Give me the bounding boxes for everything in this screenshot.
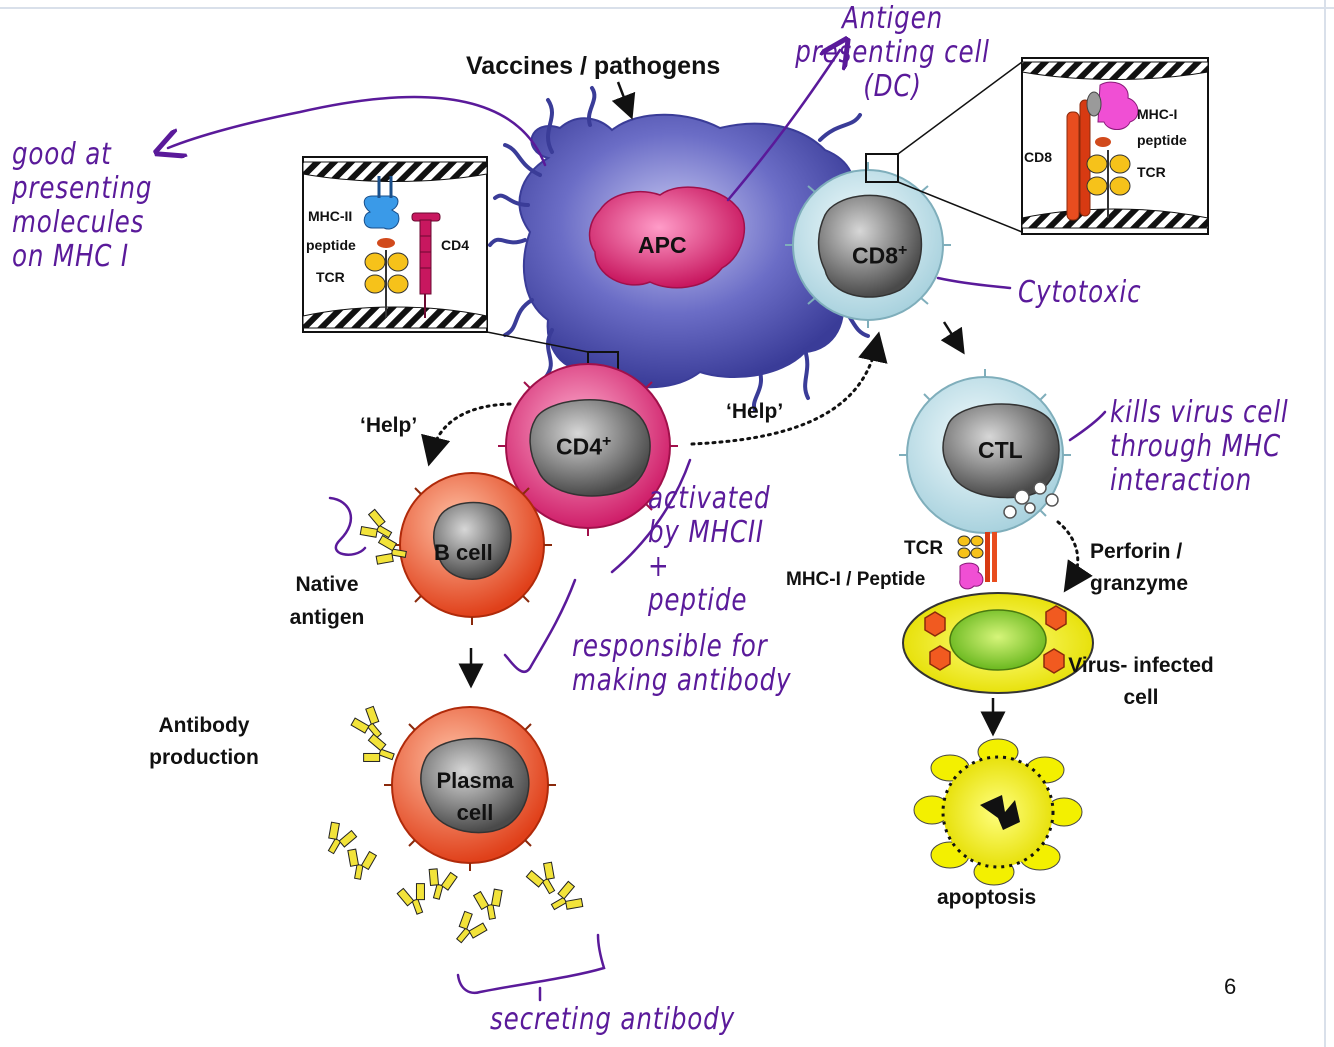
diagram-title: Vaccines / pathogens [466, 52, 721, 80]
virus-infected-cell [902, 592, 1094, 694]
cd8-nucleus [817, 194, 923, 298]
apc-cell [488, 86, 870, 412]
help-arrows [421, 331, 1093, 593]
apoptosis-label: apoptosis [937, 886, 1037, 909]
inset-mhc1-mhc: MHC-I [1137, 106, 1178, 122]
note-activated-by-mhcii: activated by MHCII + peptide [648, 481, 771, 618]
inset-mhc1-peptide: peptide [1137, 132, 1187, 148]
mhc1-peptide-label: MHC-I / Peptide [786, 569, 926, 590]
tcr-label: TCR [904, 538, 944, 559]
page-number: 6 [1224, 974, 1237, 999]
antibody-production-label: Antibody production [149, 714, 259, 769]
inset-mhc1 [1021, 57, 1209, 235]
ctl-label: CTL [978, 437, 1023, 463]
bcell [392, 472, 552, 625]
inset-mhc2-tcr: TCR [316, 269, 345, 285]
note-good-at-presenting: good at presenting molecules on MHC I [12, 137, 153, 274]
note-kills-virus-cell: kills virus cell through MHC interaction [1110, 395, 1289, 498]
cd4-nucleus [529, 399, 651, 497]
plasma-cell-label: Plasma cell [436, 768, 514, 825]
note-cytotoxic: Cytotoxic [1018, 275, 1142, 310]
fragmented-dna [980, 795, 1020, 830]
apc-label: APC [638, 232, 687, 258]
cd8-cell [785, 162, 951, 328]
help-left-label: ‘Help’ [360, 414, 418, 437]
plasma-cell [384, 706, 556, 871]
apc-core [588, 186, 746, 289]
granules [1003, 481, 1059, 519]
note-secreting-antibody: secreting antibody [490, 1002, 735, 1037]
bcell-label: B cell [434, 540, 493, 565]
black-arrows [458, 81, 1006, 737]
tcr-mhc1-synapse [957, 532, 997, 590]
note-responsible-for-antibody: responsible for making antibody [572, 629, 792, 698]
native-antigen-label: Native antigen [289, 573, 365, 629]
ctl-cell [899, 369, 1071, 534]
cd8-label: CD8+ [852, 242, 908, 269]
cd8-spikes [785, 162, 951, 328]
inset-mhc1-cd8: CD8 [1024, 149, 1053, 165]
note-antigen-presenting-cell: Antigen presenting cell (DC) [795, 1, 990, 104]
inset-mhc2-peptide: peptide [306, 237, 356, 253]
apoptotic-cell [913, 738, 1083, 886]
handwritten-strokes [168, 50, 1107, 1002]
inset-mhc2-cd4: CD4 [441, 237, 470, 253]
cd4-label: CD4+ [556, 433, 612, 460]
inset-mhc2 [302, 156, 488, 333]
virus-infected-label: Virus- infected cell [1068, 654, 1214, 709]
help-right-label: ‘Help’ [726, 400, 784, 423]
perforin-label: Perforin / granzyme [1090, 540, 1189, 595]
inset-mhc2-mhc: MHC-II [308, 208, 353, 224]
inset-mhc1-tcr: TCR [1137, 164, 1166, 180]
cd8-zoom-box [865, 153, 899, 183]
viral-particles [924, 605, 1067, 674]
